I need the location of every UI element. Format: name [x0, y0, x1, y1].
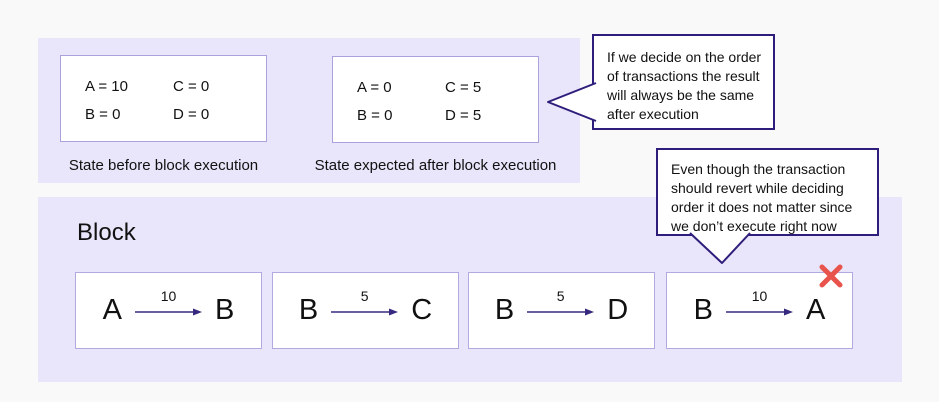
receiver-label: C	[411, 294, 433, 326]
callout-line: should revert while deciding	[671, 180, 844, 196]
sender-label: B	[298, 294, 319, 326]
state-after-label: State expected after block execution	[314, 157, 557, 174]
transfer-amount: 5	[556, 288, 565, 304]
state-entry: A = 10	[85, 78, 128, 95]
callout-order-tail-icon	[547, 82, 597, 122]
transfer-group: 10	[135, 288, 202, 317]
callout-line: order it does not matter since	[671, 199, 853, 215]
state-before-box: A = 10 C = 0 B = 0 D = 0	[60, 55, 267, 142]
transfer-amount: 5	[360, 288, 369, 304]
state-entry: D = 0	[173, 106, 210, 123]
callout-line: after execution	[607, 106, 699, 122]
block-title: Block	[77, 219, 136, 246]
transfer-amount: 10	[160, 288, 177, 304]
state-entry: D = 5	[445, 107, 482, 124]
state-after-box: A = 0 C = 5 B = 0 D = 5	[332, 56, 539, 143]
state-entry: A = 0	[357, 79, 392, 96]
receiver-label: B	[215, 294, 235, 326]
transfer-amount: 10	[751, 288, 768, 304]
state-entry: C = 5	[445, 79, 482, 96]
callout-line: of transactions the result	[607, 68, 760, 84]
transaction-box: B 5 C	[272, 272, 459, 349]
sender-label: B	[693, 294, 713, 326]
transfer-group: 10	[726, 288, 793, 317]
callout-line: we don’t execute right now	[671, 218, 837, 234]
transfer-arrow-icon	[135, 308, 202, 316]
transfer-group: 5	[527, 288, 595, 317]
transfer-arrow-icon	[726, 308, 793, 316]
receiver-label: D	[607, 294, 629, 326]
reject-x-icon	[819, 264, 843, 288]
sender-label: B	[494, 294, 515, 326]
state-entry: C = 0	[173, 78, 210, 95]
callout-order-bubble: If we decide on the order of transaction…	[592, 34, 775, 130]
state-entry: B = 0	[357, 107, 393, 124]
receiver-label: A	[806, 294, 826, 326]
callout-revert-tail-icon	[689, 232, 751, 264]
sender-label: A	[102, 294, 122, 326]
callout-revert-bubble: Even though the transaction should rever…	[656, 148, 879, 236]
transaction-box: A 10 B	[75, 272, 262, 349]
transaction-box: B 5 D	[468, 272, 655, 349]
transfer-arrow-icon	[331, 308, 399, 316]
state-before-label: State before block execution	[68, 157, 259, 174]
state-entry: B = 0	[85, 106, 121, 123]
transfer-arrow-icon	[527, 308, 595, 316]
callout-line: If we decide on the order	[607, 49, 762, 65]
callout-line: Even though the transaction	[671, 161, 846, 177]
callout-line: will always be the same	[607, 87, 755, 103]
transfer-group: 5	[331, 288, 399, 317]
